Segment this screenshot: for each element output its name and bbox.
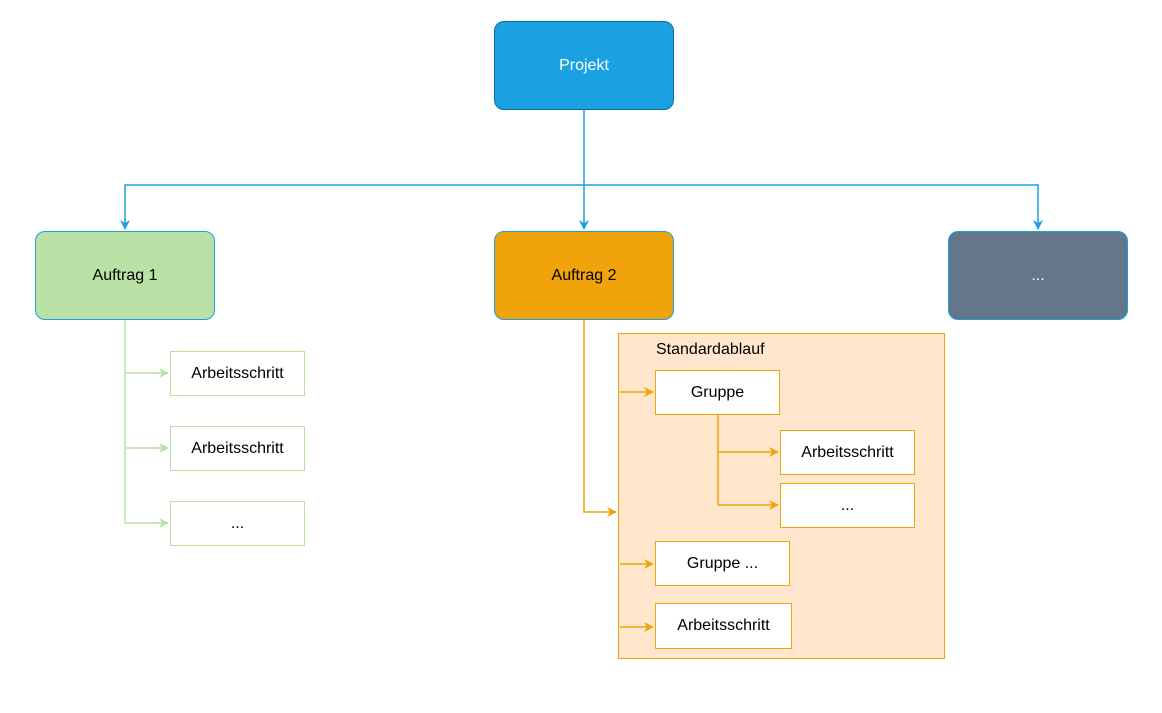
node-a1-step-3[interactable]: ... [170,501,305,546]
standardablauf-label: Standardablauf [656,341,765,358]
edge-a2-container [583,320,617,517]
node-more[interactable]: ... [948,231,1128,320]
edge-projekt-more [584,184,1043,230]
node-auftrag-2-label: Auftrag 2 [551,266,617,284]
node-label: Arbeitsschritt [191,364,284,382]
node-label: ... [840,496,855,514]
node-more-label: ... [1031,266,1045,284]
node-gruppe-step[interactable]: Arbeitsschritt [780,430,915,475]
node-a1-step-1[interactable]: Arbeitsschritt [170,351,305,396]
node-gruppe-ellipsis[interactable]: Gruppe ... [655,541,790,586]
node-label: Gruppe ... [686,554,759,572]
node-auftrag-1[interactable]: Auftrag 1 [35,231,215,320]
node-auftrag-2[interactable]: Auftrag 2 [494,231,674,320]
node-auftrag-1-label: Auftrag 1 [92,266,158,284]
node-label: Arbeitsschritt [801,443,894,461]
node-projekt[interactable]: Projekt [494,21,674,110]
node-label: ... [230,514,245,532]
edge-projekt-auftrag1 [120,184,584,230]
node-gruppe-more[interactable]: ... [780,483,915,528]
node-gruppe[interactable]: Gruppe [655,370,780,415]
node-container-step[interactable]: Arbeitsschritt [655,603,792,649]
node-a1-step-2[interactable]: Arbeitsschritt [170,426,305,471]
node-label: Gruppe [690,383,745,401]
node-label: Arbeitsschritt [677,617,770,634]
node-projekt-label: Projekt [559,56,609,74]
node-label: Arbeitsschritt [191,439,284,457]
